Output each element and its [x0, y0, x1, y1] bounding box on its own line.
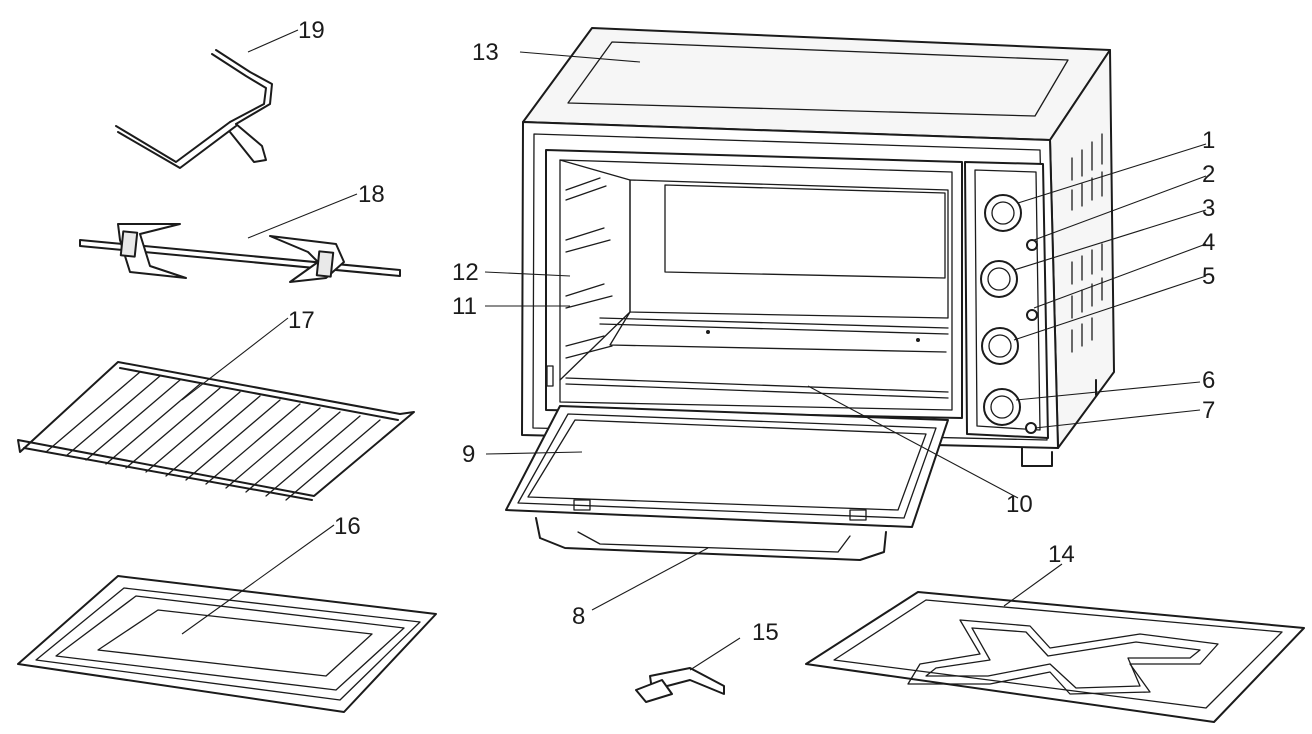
callout-10: 10 [1006, 491, 1033, 518]
callout-11: 11 [452, 293, 477, 320]
callout-14: 14 [1048, 541, 1075, 568]
callout-12: 12 [452, 259, 479, 286]
tray-handle-15 [635, 667, 725, 703]
callout-2: 2 [1202, 161, 1215, 188]
control-knob-6 [983, 388, 1021, 426]
callout-17: 17 [288, 307, 315, 334]
indicator-light-4 [1026, 309, 1038, 321]
indicator-light-2 [1026, 239, 1038, 251]
callout-15: 15 [752, 619, 779, 646]
callout-4: 4 [1202, 229, 1215, 256]
callout-7: 7 [1202, 397, 1215, 424]
leader-lines [181, 29, 1207, 671]
indicator-light-7 [1025, 422, 1037, 434]
callout-9: 9 [462, 441, 475, 468]
callout-5: 5 [1202, 263, 1215, 290]
callout-18: 18 [358, 181, 385, 208]
oven-door [505, 405, 949, 528]
callout-6: 6 [1202, 367, 1215, 394]
control-knob-1 [984, 194, 1022, 232]
baking-pan-16 [17, 575, 437, 713]
callout-3: 3 [1202, 195, 1215, 222]
callout-16: 16 [334, 513, 361, 540]
callout-labels: 1 2 3 4 5 6 7 8 9 10 11 12 13 14 15 16 1… [288, 17, 1215, 646]
rotisserie-spit-18 [79, 223, 401, 283]
callout-19: 19 [298, 17, 325, 44]
callout-13: 13 [472, 39, 499, 66]
side-vents [1071, 133, 1103, 353]
rotisserie-lifter-19 [115, 49, 273, 169]
door-handle [535, 517, 887, 561]
crumb-tray-14 [805, 591, 1305, 723]
callout-8: 8 [572, 603, 585, 630]
oven-body [521, 27, 1115, 467]
control-knob-5 [981, 327, 1019, 365]
wire-rack-17 [17, 361, 415, 501]
control-knob-3 [980, 260, 1018, 298]
callout-1: 1 [1202, 127, 1215, 154]
